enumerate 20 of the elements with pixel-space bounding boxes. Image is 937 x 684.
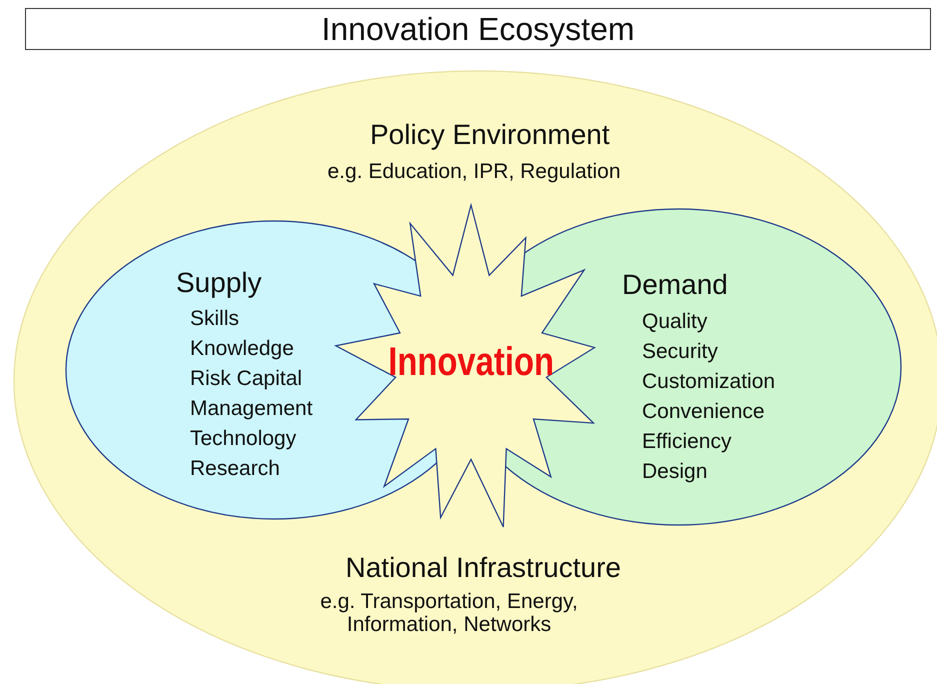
- example-text: e.g. Education, IPR, Regulation: [328, 160, 621, 184]
- list-item: Convenience: [642, 400, 765, 424]
- list-item: Skills: [190, 307, 240, 330]
- list-item: Management: [190, 397, 313, 420]
- list-item: Research: [190, 457, 280, 480]
- heading-text: Innovation: [388, 340, 554, 384]
- example-text: e.g. Transportation, Energy, Information, Networks: [319, 590, 579, 636]
- list-item: Security: [642, 340, 718, 364]
- list-item: Customization: [642, 370, 776, 394]
- list-item: Knowledge: [190, 337, 294, 360]
- list-item: Quality: [642, 310, 708, 334]
- list-item: Design: [642, 460, 708, 484]
- heading-text: Demand: [622, 270, 728, 301]
- list-item: Efficiency: [642, 430, 732, 454]
- heading-text: Supply: [176, 268, 262, 299]
- title-box: Innovation Ecosystem: [25, 8, 931, 50]
- heading-text: National Infrastructure: [346, 553, 621, 584]
- list-item: Technology: [190, 427, 296, 450]
- list-item: Risk Capital: [190, 367, 302, 390]
- heading-text: Policy Environment: [370, 120, 610, 151]
